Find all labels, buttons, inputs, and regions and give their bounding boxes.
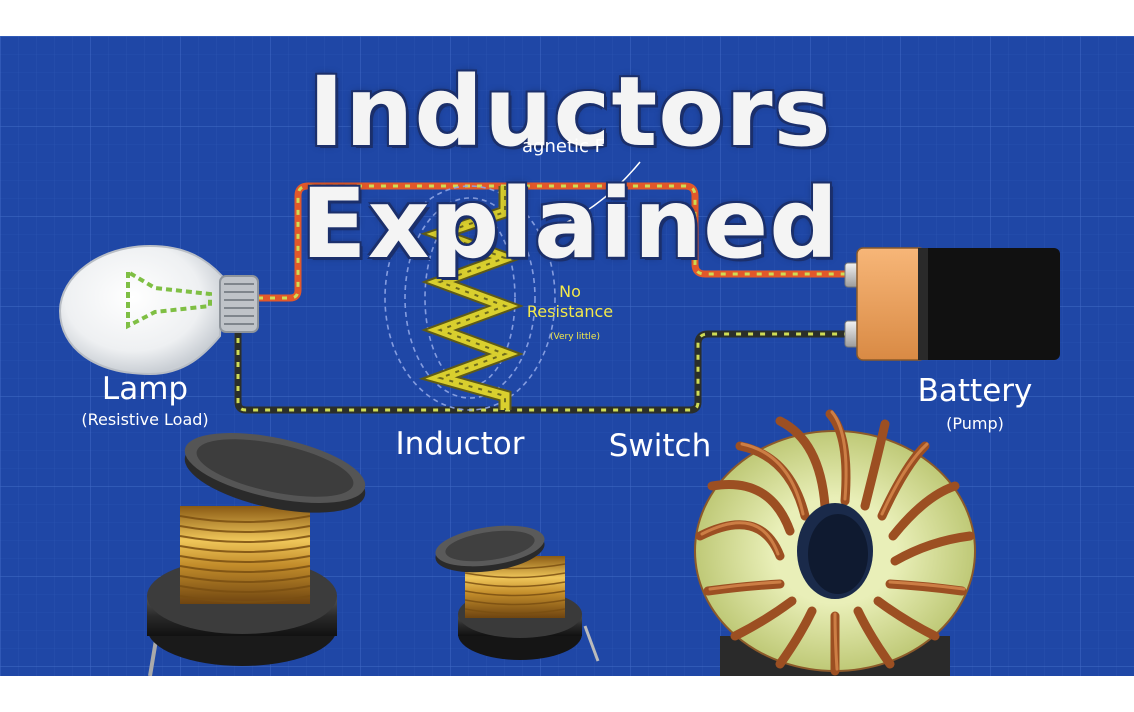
toroid-inductor	[694, 409, 976, 676]
drum-inductor-large	[147, 432, 366, 676]
battery-sublabel: (Pump)	[946, 414, 1004, 433]
negative-wire	[234, 326, 848, 414]
battery-label: Battery	[917, 373, 1033, 409]
inductor-coil	[418, 186, 524, 410]
no-label: No	[559, 282, 581, 301]
lamp-sublabel: (Resistive Load)	[81, 410, 209, 429]
magnetic-field-lines	[384, 185, 556, 411]
no-resistance-label: No Resistance	[515, 282, 625, 322]
circuit-diagram	[0, 36, 1134, 676]
magnetic-field-label: agnetic F	[522, 136, 605, 157]
inductor-label: Inductor	[395, 426, 525, 462]
lamp-label: Lamp	[101, 371, 189, 407]
lamp-bulb	[58, 244, 259, 376]
diagram-board: Inductors Explained agnetic F No Resista…	[0, 36, 1134, 676]
page-title: Inductors Explained	[301, 56, 839, 280]
annotation-pointer	[544, 161, 641, 233]
switch-label: Switch	[608, 428, 712, 464]
battery	[844, 247, 1060, 361]
positive-wire	[258, 182, 848, 302]
very-little-label: (Very little)	[549, 332, 600, 342]
drum-inductor-small	[435, 525, 600, 662]
resistance-label: Resistance	[526, 302, 614, 321]
